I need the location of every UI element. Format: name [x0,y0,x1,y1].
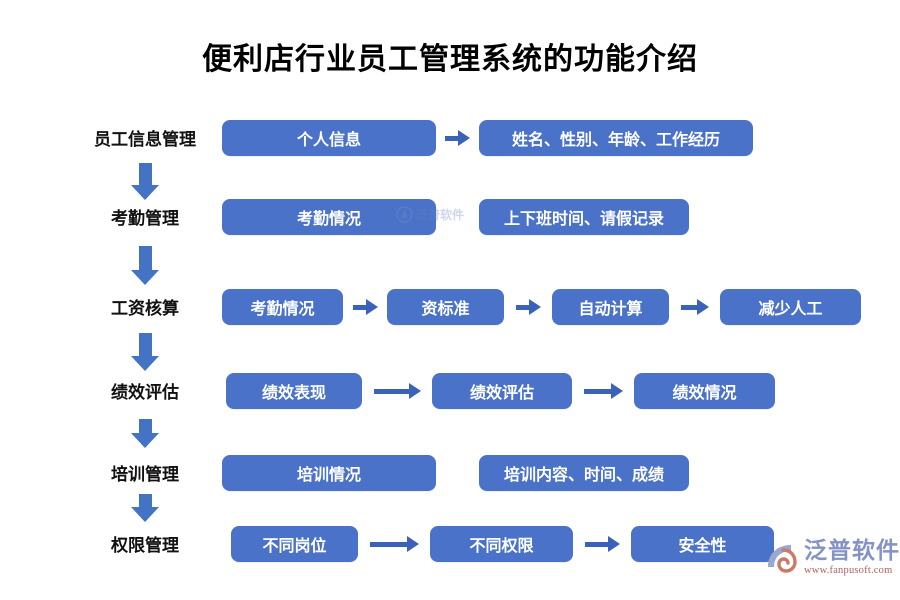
flow-step-pill[interactable]: 培训情况 [222,455,436,491]
flow-row: 考勤管理 考勤情况 上下班时间、请假记录 [0,199,900,239]
flow-step-pill[interactable]: 绩效情况 [634,373,775,409]
flow-step-pill[interactable]: 自动计算 [552,289,669,325]
flow-step-pill[interactable]: 安全性 [631,526,774,562]
flow-row-label: 工资核算 [111,299,179,319]
flow-step-pill[interactable]: 上下班时间、请假记录 [479,199,689,235]
flow-row-label: 员工信息管理 [94,130,196,150]
flow-row: 绩效评估 绩效表现 绩效评估 绩效情况 [0,373,900,413]
flow-step-pill[interactable]: 姓名、性别、年龄、工作经历 [479,120,753,156]
flow-step-pill[interactable]: 绩效评估 [432,373,572,409]
fanpu-logo-icon [768,545,797,573]
flow-step-pill[interactable]: 考勤情况 [222,199,436,235]
flow-row: 员工信息管理 个人信息 姓名、性别、年龄、工作经历 [0,120,900,160]
brand-name: 泛普软件 [804,538,900,564]
flow-step-pill[interactable]: 资标准 [387,289,504,325]
flow-row-label: 权限管理 [111,536,179,556]
arrow-right-icon [436,120,479,156]
flow-step-pill[interactable]: 考勤情况 [222,289,343,325]
flow-row: 权限管理 不同岗位 不同权限 安全性 [0,526,900,566]
page-title: 便利店行业员工管理系统的功能介绍 [202,42,698,77]
arrow-right-icon [573,526,631,562]
flow-step-pill[interactable]: 减少人工 [720,289,861,325]
arrow-right-icon [504,289,552,325]
flow-row: 工资核算 考勤情况 资标准 自动计算 减少人工 [0,289,900,329]
brand-url: www.fanpusoft.com [804,565,893,576]
flow-step-pill[interactable]: 不同岗位 [231,526,358,562]
arrow-right-icon [362,373,432,409]
flow-step-pill[interactable]: 培训内容、时间、成绩 [479,455,689,491]
arrow-right-icon [358,526,430,562]
flow-row-label: 考勤管理 [111,209,179,229]
arrow-right-icon [669,289,720,325]
arrow-down-icon [131,163,159,200]
brand-logo-text: 泛普软件 www.fanpusoft.com [804,540,900,577]
arrow-down-icon [131,419,159,448]
flow-row-label: 培训管理 [111,465,179,485]
arrow-down-icon [131,333,159,371]
arrow-down-icon [131,494,159,522]
arrow-right-icon [572,373,634,409]
brand-logo: 泛普软件 www.fanpusoft.com [765,540,900,577]
flow-step-pill[interactable]: 个人信息 [222,120,436,156]
flow-row: 培训管理 培训情况 培训内容、时间、成绩 [0,455,900,495]
flow-step-pill[interactable]: 不同权限 [430,526,573,562]
flow-step-pill[interactable]: 绩效表现 [226,373,362,409]
arrow-right-icon [343,289,387,325]
arrow-down-icon [131,246,159,285]
flow-row-label: 绩效评估 [111,383,179,403]
